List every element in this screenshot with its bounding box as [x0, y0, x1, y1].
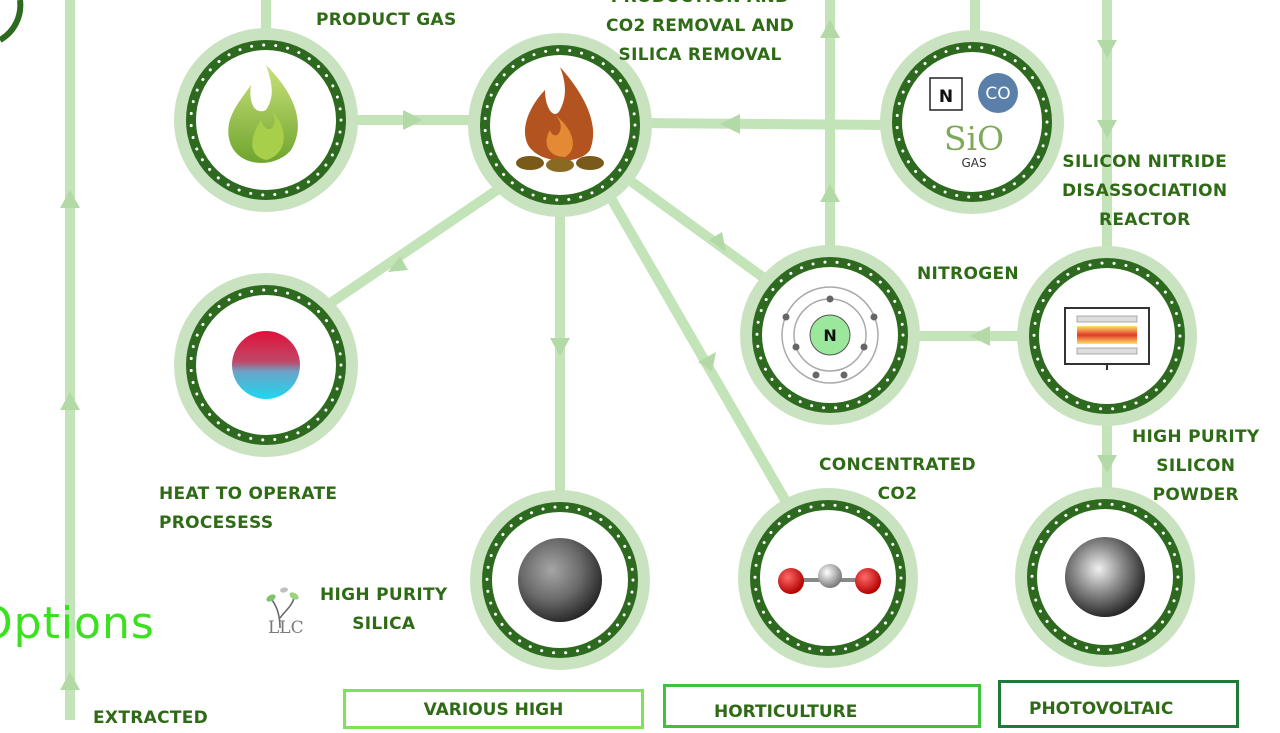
silica-sphere-icon [518, 538, 602, 622]
options-logo: Options [0, 598, 155, 649]
label-nitrogen: NITROGEN [917, 264, 1019, 284]
box-horticulture: HORTICULTURE [663, 684, 981, 728]
nitrogen-atom-icon: N [781, 286, 879, 384]
label-product-gas: PRODUCT GAS [316, 10, 457, 30]
node-ring-dots [189, 43, 1182, 655]
nitrogen-element-icon: N [929, 77, 963, 111]
campfire-icon [516, 67, 604, 172]
label-high-purity-silicon-powder: HIGH PURITY SILICON POWDER [1132, 427, 1260, 505]
flow-arrows [60, 20, 1117, 690]
label-heat: HEAT TO OPERATE PROCESESS [159, 484, 338, 533]
box-various-high: VARIOUS HIGH [343, 689, 644, 729]
node-silicon-powder [1015, 487, 1195, 667]
label-co2-silica-removal: PRODUCTION AND CO2 REMOVAL AND SILICA RE… [606, 0, 795, 65]
reactor-icon [1064, 307, 1150, 370]
sio-symbol: SiO [944, 119, 1004, 158]
label-concentrated-co2: CONCENTRATED CO2 [819, 455, 976, 504]
node-silica [470, 490, 650, 670]
node-heat [174, 273, 358, 457]
co2-molecule-icon [778, 564, 881, 594]
gas-label: GAS [961, 156, 986, 170]
node-nitrogen: N [740, 245, 920, 425]
label-high-purity-silica: HIGH PURITY SILICA [320, 585, 448, 634]
node-product-gas [174, 28, 358, 212]
label-silicon-nitride-reactor: SILICON NITRIDE DISASSOCIATION REACTOR [1062, 152, 1228, 230]
node-co2 [738, 488, 918, 668]
box-photovoltaic: PHOTOVOLTAIC [998, 680, 1239, 728]
leaf-logo-icon [266, 587, 299, 629]
label-extracted: EXTRACTED [93, 708, 209, 728]
node-gas-mixture: N CO SiO GAS [880, 30, 1064, 214]
node-combustion [468, 33, 652, 217]
atom-symbol: N [823, 326, 836, 345]
node-reactor [1017, 246, 1197, 426]
nitrogen-symbol: N [939, 87, 953, 107]
co-symbol: CO [985, 84, 1010, 104]
partial-node-edge [0, 0, 24, 43]
carbon-monoxide-icon: CO [978, 73, 1018, 113]
silicon-powder-sphere-icon [1065, 537, 1145, 617]
logo-llc-suffix: LLC [268, 618, 304, 638]
flame-green-icon [228, 65, 298, 163]
heat-sphere-icon [232, 331, 300, 399]
